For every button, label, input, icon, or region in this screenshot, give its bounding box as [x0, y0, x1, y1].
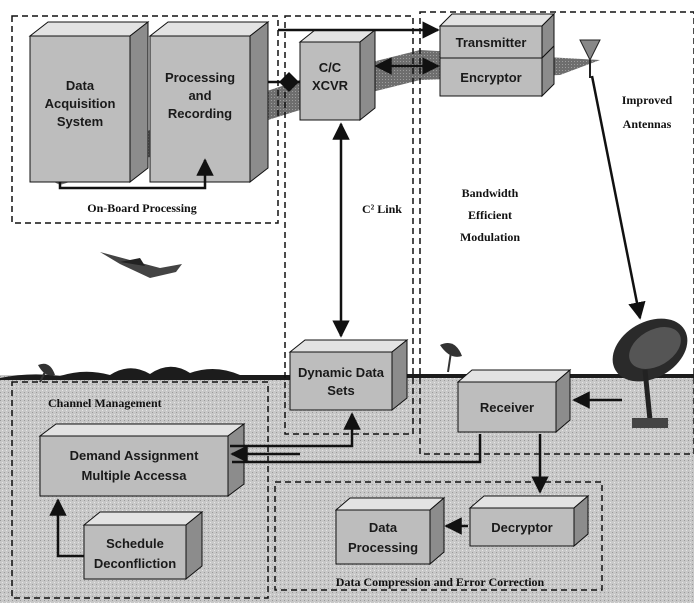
dama-box: Demand Assignment Multiple Accessa [38, 423, 246, 497]
data-acquisition-label-3: System [57, 114, 103, 129]
compression-label: Data Compression and Error Correction [336, 575, 545, 589]
processing-label-2: and [188, 88, 211, 103]
dynamic-data-label-1: Dynamic Data [298, 365, 385, 380]
antenna-to-dish-arrow [590, 75, 646, 320]
processing-recording-box: Processing and Recording [148, 20, 270, 184]
connectors [49, 21, 646, 558]
aircraft-icon [100, 252, 182, 278]
antenna-icon [579, 39, 601, 78]
modulation-region [419, 11, 694, 455]
data-processing-label-2: Processing [348, 540, 418, 555]
dynamic-data-label-2: Sets [327, 383, 354, 398]
acq-to-processing-arrow [58, 158, 214, 190]
data-acquisition-label-1: Data [66, 78, 95, 93]
onboard-region [11, 15, 279, 224]
data-processing-box: Data Processing [334, 496, 446, 566]
transmitter-box: Transmitter [438, 12, 556, 60]
small-dish-icon-mid [440, 343, 462, 373]
c2-link-region [284, 15, 414, 435]
encryptor-label: Encryptor [460, 70, 521, 85]
dama-label-1: Demand Assignment [70, 448, 199, 463]
receiver-to-dama-arrow [232, 434, 482, 464]
cc-xcvr-box: C/C XCVR [298, 28, 377, 122]
processing-label-3: Recording [168, 106, 232, 121]
bandwidth-label-1: Bandwidth [462, 186, 519, 200]
antennas-label-2: Antennas [623, 117, 672, 131]
dama-label-2: Multiple Accessa [81, 468, 187, 483]
channel-mgmt-label: Channel Management [48, 396, 162, 410]
cc-xcvr-label-2: XCVR [312, 78, 349, 93]
data-acquisition-label-2: Acquisition [45, 96, 116, 111]
bandwidth-label-3: Modulation [460, 230, 520, 244]
data-processing-label-1: Data [369, 520, 398, 535]
channel-mgmt-region [11, 381, 269, 599]
decryptor-box: Decryptor [468, 494, 590, 548]
diamond-connector [279, 72, 299, 92]
small-dish-icon-left [38, 363, 55, 383]
encryptor-box: Encryptor [439, 44, 555, 98]
antennas-label-1: Improved [622, 93, 673, 107]
dynamic-data-sets-box: Dynamic Data Sets [288, 338, 409, 412]
schedule-label-2: Deconfliction [94, 556, 176, 571]
c2-link-label: C² Link [362, 202, 402, 216]
transmitter-label: Transmitter [456, 35, 527, 50]
receiver-box: Receiver [456, 368, 572, 434]
schedule-to-dama-arrow [49, 498, 84, 558]
cc-xcvr-label-1: C/C [319, 60, 342, 75]
satellite-dish-icon [612, 318, 688, 428]
dama-to-dds-arrow [230, 412, 361, 448]
schedule-box: Schedule Deconfliction [82, 510, 204, 581]
data-acquisition-box: Data Acquisition System [28, 20, 150, 184]
schedule-label-1: Schedule [106, 536, 164, 551]
processing-label-1: Processing [165, 70, 235, 85]
compression-region [274, 481, 603, 591]
decryptor-label: Decryptor [491, 520, 552, 535]
onboard-label: On-Board Processing [87, 201, 196, 215]
receiver-label: Receiver [480, 400, 534, 415]
bandwidth-label-2: Efficient [468, 208, 512, 222]
